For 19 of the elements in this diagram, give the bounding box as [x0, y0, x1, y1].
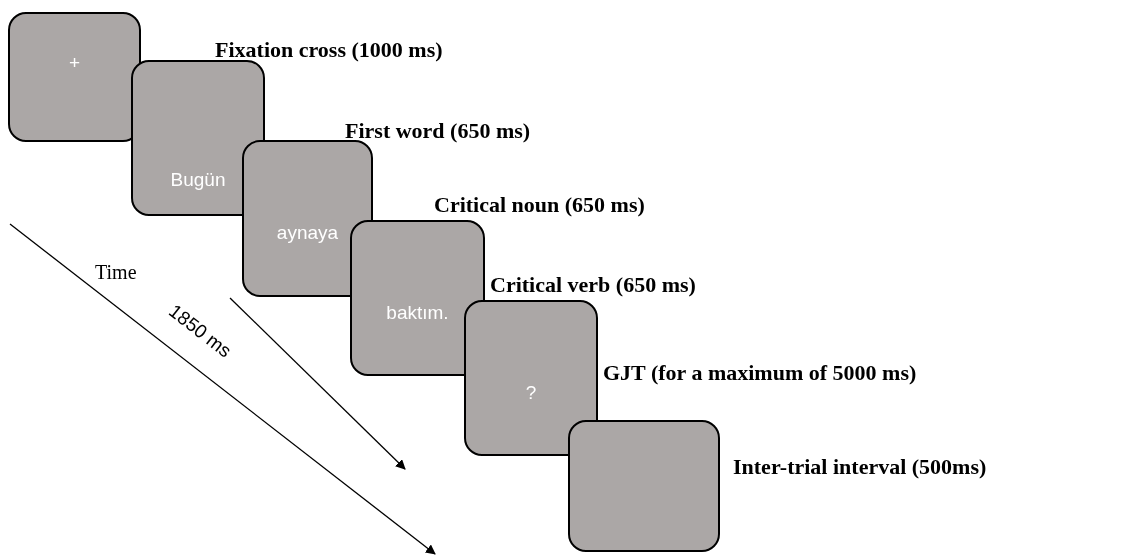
screen-box [8, 12, 141, 142]
duration-label: First word (650 ms) [345, 118, 531, 144]
duration-label: Critical verb (650 ms) [490, 272, 696, 298]
axis-label: Time [95, 261, 137, 284]
screen-box [131, 60, 265, 216]
screen-box [568, 420, 720, 552]
duration-label: Inter-trial interval (500ms) [733, 454, 987, 480]
stimulus-text: ? [525, 382, 537, 404]
duration-label: Critical noun (650 ms) [434, 192, 645, 218]
duration-label: 1850 ms [164, 300, 236, 363]
screen-box [464, 300, 598, 456]
stimulus-text: Bugün [170, 169, 226, 191]
screen-box [350, 220, 485, 376]
screen-box [242, 140, 373, 297]
duration-label: GJT (for a maximum of 5000 ms) [603, 360, 917, 386]
duration-label: Fixation cross (1000 ms) [215, 37, 443, 63]
stimulus-text: + [68, 52, 81, 74]
stimulus-text: aynaya [276, 222, 339, 244]
stimulus-text: baktım. [386, 302, 449, 324]
